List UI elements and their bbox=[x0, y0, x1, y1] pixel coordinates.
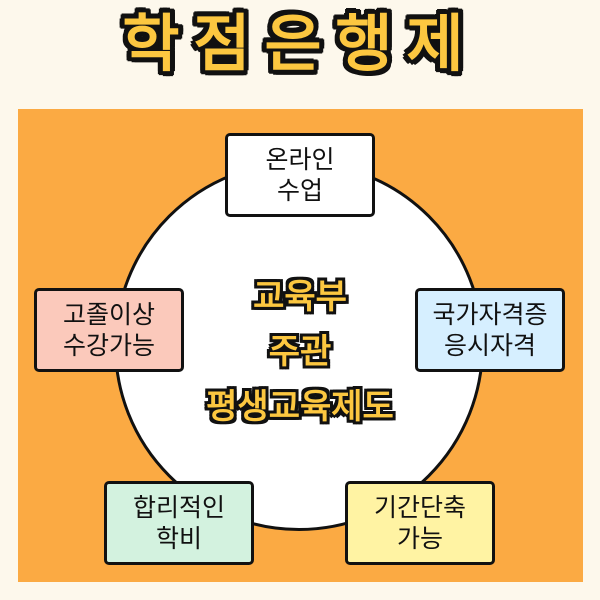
feature-certificate-line-1: 국가자격증 bbox=[432, 300, 548, 329]
feature-shorten-line-1: 기간단축 bbox=[373, 493, 466, 522]
center-label: 교육부 주관 평생교육제도 bbox=[200, 270, 400, 435]
feature-period-shortening: 기간단축 가능 bbox=[345, 481, 495, 565]
feature-highschool-line-2: 수강가능 bbox=[62, 331, 155, 360]
center-line-1: 교육부 bbox=[253, 277, 347, 317]
feature-national-certificate: 국가자격증 응시자격 bbox=[415, 288, 565, 372]
page-title: 학점은행제 bbox=[122, 7, 478, 80]
center-line-2: 주관 bbox=[268, 332, 332, 372]
feature-tuition-line-1: 합리적인 bbox=[132, 493, 225, 522]
feature-high-school-graduate: 고졸이상 수강가능 bbox=[34, 288, 184, 372]
feature-reasonable-tuition: 합리적인 학비 bbox=[104, 481, 254, 565]
center-line-3: 평생교육제도 bbox=[206, 387, 394, 427]
feature-online-line-1: 온라인 bbox=[265, 145, 335, 174]
feature-highschool-line-1: 고졸이상 bbox=[62, 300, 155, 329]
feature-online-line-2: 수업 bbox=[276, 176, 323, 205]
feature-tuition-line-2: 학비 bbox=[155, 524, 202, 553]
feature-online-class: 온라인 수업 bbox=[225, 133, 375, 217]
feature-certificate-line-2: 응시자격 bbox=[443, 331, 536, 360]
feature-shorten-line-2: 가능 bbox=[396, 524, 443, 553]
